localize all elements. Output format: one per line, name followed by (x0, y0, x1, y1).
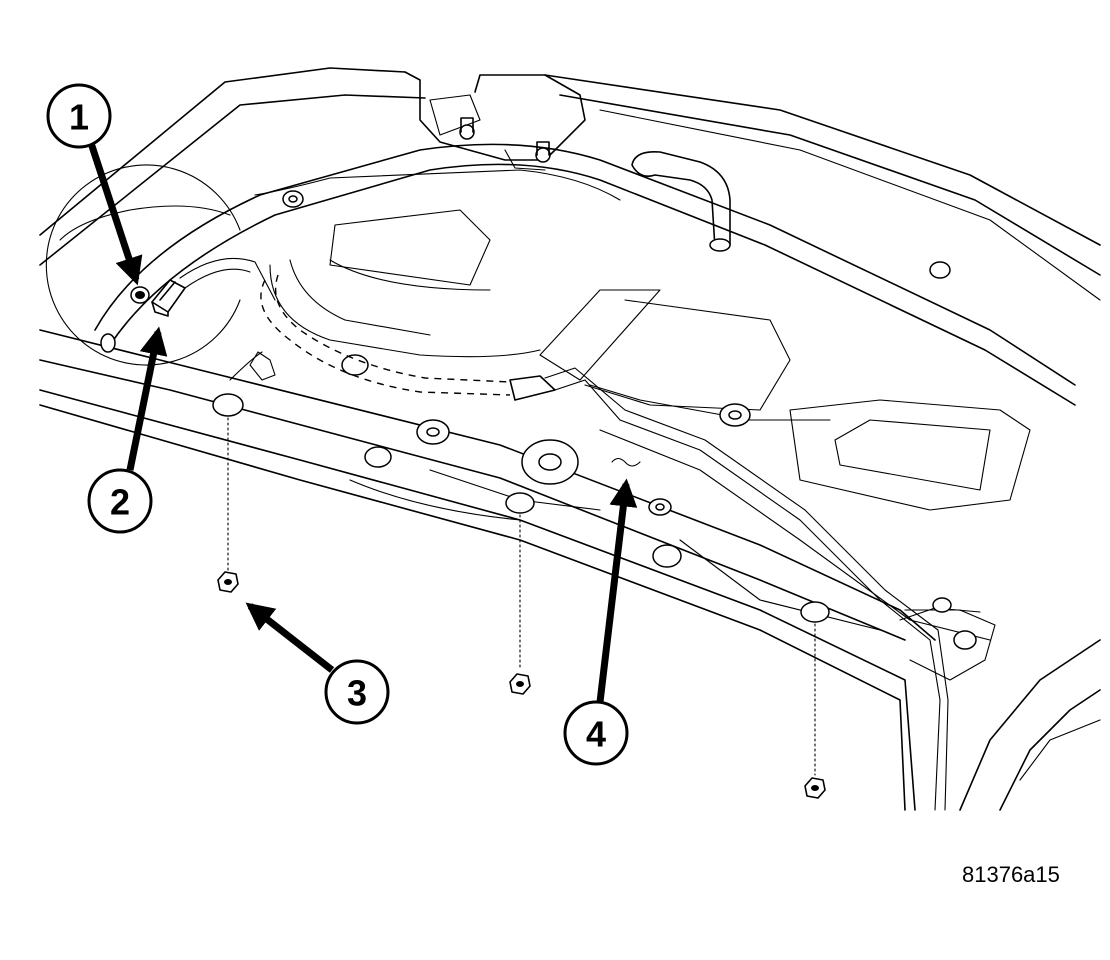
connector-item-2 (151, 279, 186, 317)
wire-harness (179, 257, 949, 811)
arrow-4 (596, 478, 638, 703)
panel-holes (100, 190, 977, 650)
arrow-1 (86, 138, 143, 286)
callout-2: 2 (87, 468, 153, 534)
rubber-bumper (631, 150, 731, 252)
inner-panel-structure (94, 143, 1076, 681)
hinge-bracket (404, 71, 586, 171)
arrow-3 (245, 602, 335, 673)
callout-2-label: 2 (110, 482, 130, 523)
nut-right (804, 623, 826, 799)
callout-4: 4 (563, 700, 629, 766)
leader-arrows (86, 138, 638, 703)
arrow-2 (126, 326, 168, 471)
nut-left (217, 417, 239, 593)
callout-1-label: 1 (69, 97, 89, 138)
callout-1: 1 (46, 83, 112, 149)
callout-4-label: 4 (586, 714, 606, 755)
callout-3-label: 3 (347, 673, 367, 714)
figure-id: 81376a15 (962, 862, 1060, 887)
grommet-item-1 (130, 286, 150, 304)
detail-circle (45, 164, 241, 366)
nut-center (509, 514, 531, 695)
callout-3: 3 (324, 659, 390, 725)
